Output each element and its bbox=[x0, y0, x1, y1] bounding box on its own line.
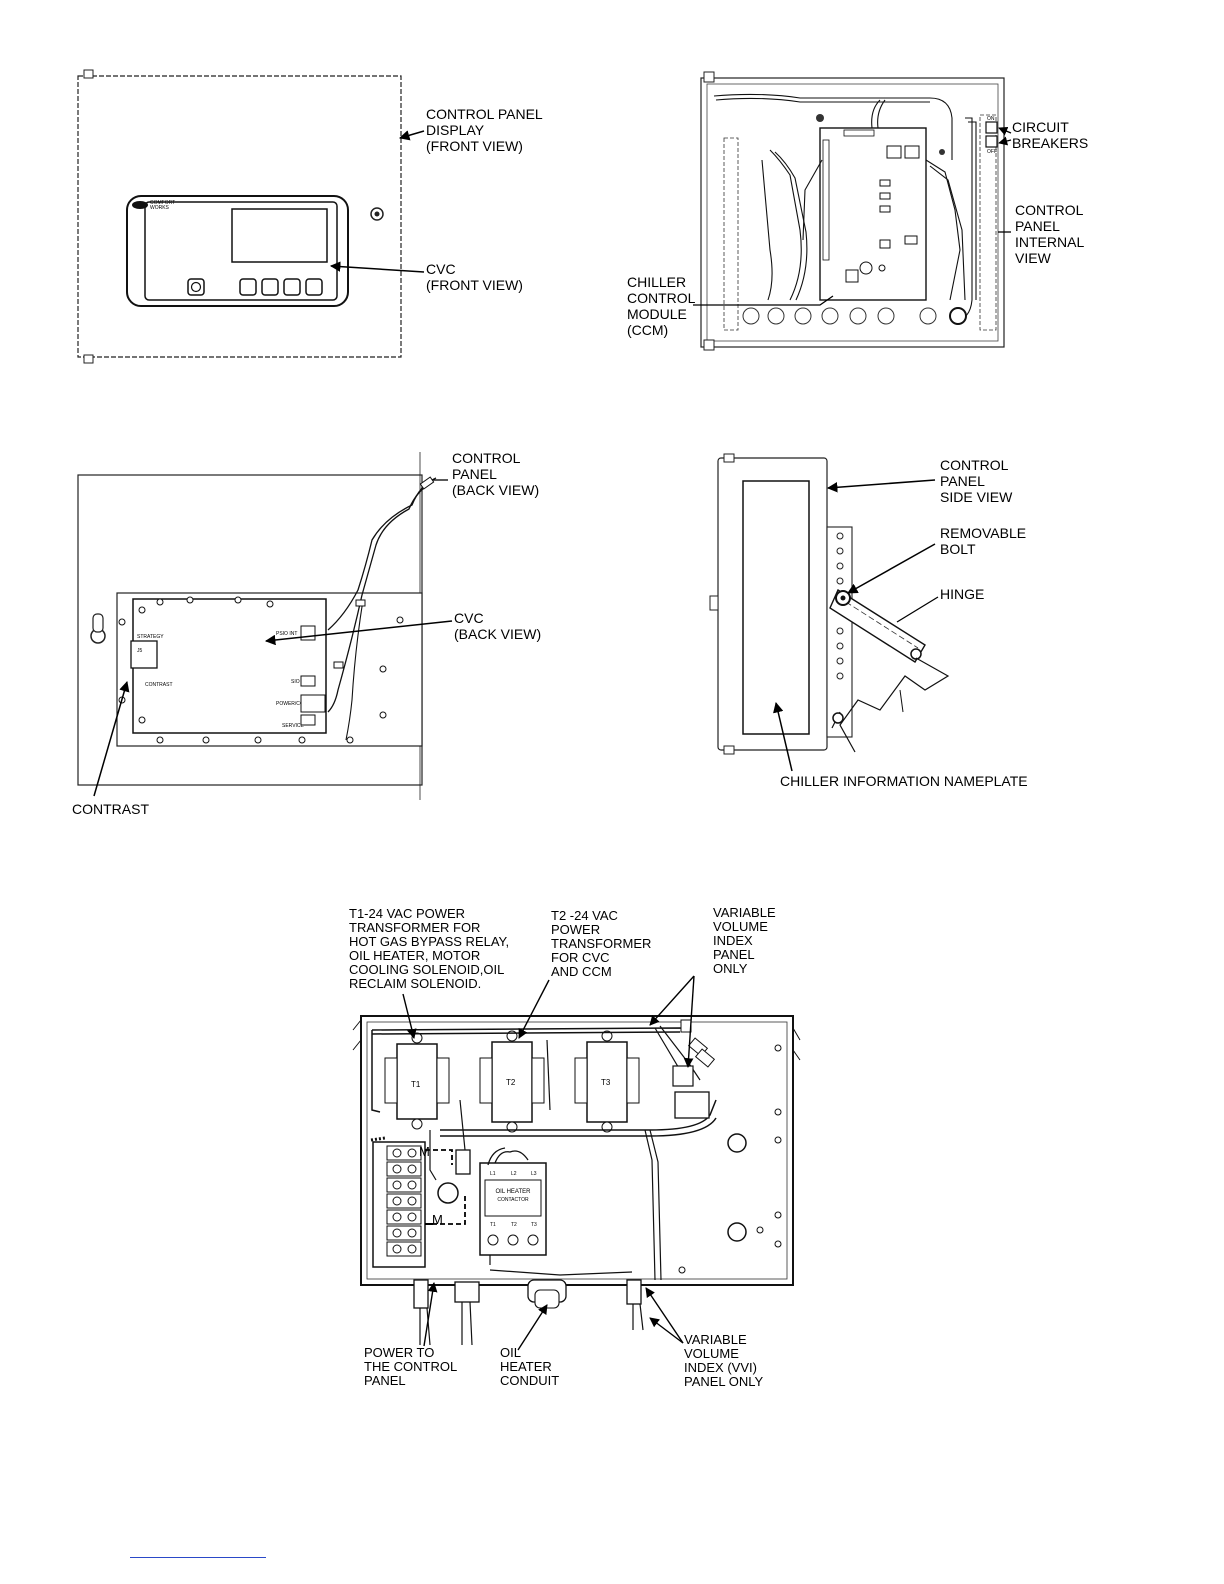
leader-hinge bbox=[896, 596, 939, 623]
label-control-panel-side-view: CONTROL PANEL SIDE VIEW bbox=[940, 457, 1013, 505]
din-rail-left bbox=[723, 137, 739, 331]
label-chiller-control-module: CHILLER CONTROL MODULE (CCM) bbox=[627, 274, 696, 338]
label-vvi-panel-only-top: VARIABLE VOLUME INDEX PANEL ONLY bbox=[713, 905, 776, 976]
psio-text: PSIO INT bbox=[276, 631, 297, 637]
leader-ccm bbox=[693, 295, 834, 306]
leader-front-panel bbox=[398, 130, 425, 141]
label-chiller-information-nameplate: CHILLER INFORMATION NAMEPLATE bbox=[780, 773, 1028, 789]
m-mark-1: M bbox=[419, 1144, 430, 1159]
front-hinge-bottom bbox=[83, 354, 94, 364]
power-panel-figure: T1 T2 T3 bbox=[352, 975, 801, 1351]
cvc-softkey-1 bbox=[239, 278, 257, 296]
leader-t2 bbox=[518, 979, 550, 1039]
cvc-logo-text-1: COMFORT bbox=[150, 200, 175, 206]
transformer-t3 bbox=[574, 1030, 640, 1133]
power-conduit bbox=[413, 1279, 429, 1309]
label-t1-transformer: T1-24 VAC POWER TRANSFORMER FOR HOT GAS … bbox=[349, 906, 510, 991]
service-text: SERVICE bbox=[282, 723, 305, 729]
hinge-arm bbox=[829, 588, 926, 663]
m-mark-2: M bbox=[432, 1212, 443, 1227]
j5-connector bbox=[130, 640, 158, 669]
transformer-t1 bbox=[384, 1032, 450, 1130]
leader-circuit-breakers bbox=[998, 126, 1012, 136]
footnote-link-underline bbox=[130, 1557, 266, 1558]
contactor-terminal-t1: T1 bbox=[490, 1222, 496, 1228]
side-view-figure bbox=[709, 453, 950, 772]
leader-vvi-top-1 bbox=[649, 975, 695, 1026]
label-control-panel-display: CONTROL PANEL DISPLAY (FRONT VIEW) bbox=[426, 106, 543, 154]
t3-tag: T3 bbox=[601, 1078, 611, 1087]
breaker-label-on: ON bbox=[987, 116, 995, 122]
leader-nameplate bbox=[773, 701, 793, 772]
label-oil-heater-conduit: OIL HEATER CONDUIT bbox=[500, 1345, 560, 1388]
t1-tag: T1 bbox=[411, 1080, 421, 1089]
breaker-label-off: OFF bbox=[987, 149, 997, 155]
leader-removable-bolt bbox=[847, 543, 936, 594]
leader-power bbox=[423, 1282, 438, 1347]
label-power-to-control-panel: POWER TO THE CONTROL PANEL bbox=[364, 1345, 458, 1388]
circuit-breaker-1 bbox=[985, 121, 998, 134]
cvc-logo-text-2: WORKS bbox=[150, 205, 170, 211]
label-t2-transformer: T2 -24 VAC POWER TRANSFORMER FOR CVC AND… bbox=[551, 908, 652, 979]
leader-cvc-front bbox=[329, 261, 425, 273]
leader-cvc-back bbox=[264, 620, 453, 646]
circuit-breaker-2 bbox=[985, 135, 998, 148]
j5-header-text: STRATEGY bbox=[137, 634, 164, 640]
internal-view-figure: ON OFF bbox=[693, 71, 1012, 351]
contactor-text-2: CONTACTOR bbox=[497, 1197, 529, 1203]
label-cvc-back-view: CVC (BACK VIEW) bbox=[454, 610, 542, 642]
label-circuit-breakers: CIRCUIT BREAKERS bbox=[1012, 119, 1089, 151]
label-vvi-panel-only-bottom: VARIABLE VOLUME INDEX (VVI) PANEL ONLY bbox=[684, 1332, 764, 1389]
label-contrast: CONTRAST bbox=[72, 801, 149, 817]
nameplate bbox=[742, 480, 810, 735]
contactor-terminal-t3: T3 bbox=[531, 1222, 537, 1228]
cvc-back-board bbox=[132, 598, 327, 734]
transformer-t2 bbox=[479, 1030, 545, 1133]
label-hinge: HINGE bbox=[940, 586, 985, 602]
cvc-softkey-2 bbox=[261, 278, 279, 296]
cvc-softkey-4 bbox=[305, 278, 323, 296]
leader-vvi-top-2 bbox=[683, 975, 695, 1068]
vvi-relay bbox=[674, 1091, 710, 1119]
oil-heater-conduit bbox=[454, 1281, 480, 1303]
cvc-softkey-3 bbox=[283, 278, 301, 296]
label-control-panel-internal-view: CONTROL PANEL INTERNAL VIEW bbox=[1015, 202, 1085, 266]
leader-vvi-bottom-1 bbox=[645, 1287, 684, 1344]
leader-side-view bbox=[826, 479, 936, 493]
contactor-text-1: OIL HEATER bbox=[495, 1189, 531, 1195]
t2-tag: T2 bbox=[506, 1078, 516, 1087]
leader-t1 bbox=[402, 993, 417, 1039]
contactor-terminal-l3: L3 bbox=[531, 1171, 537, 1177]
cvc-front-screen bbox=[231, 208, 328, 263]
power-ccn-text: POWER/CCN bbox=[276, 701, 308, 707]
cvc-logo-icon bbox=[132, 201, 148, 209]
front-view-figure: COMFORT WORKS bbox=[77, 69, 425, 364]
contactor-terminal-t2: T2 bbox=[511, 1222, 517, 1228]
contactor-terminal-l1: L1 bbox=[490, 1171, 496, 1177]
contrast-board-text: CONTRAST bbox=[145, 682, 173, 688]
din-rail-right bbox=[979, 114, 997, 331]
back-view-figure: STRATEGY J5 PSIO INT J6 SIO J7 POWER/CCN… bbox=[77, 452, 453, 800]
j5-text: J5 bbox=[137, 648, 143, 654]
leader-contrast bbox=[93, 680, 130, 797]
front-hinge-top bbox=[83, 69, 94, 79]
leader-oil-conduit bbox=[517, 1304, 548, 1351]
sio-text: SIO bbox=[291, 679, 300, 685]
vvi-conduit bbox=[626, 1279, 642, 1305]
label-removable-bolt: REMOVABLE BOLT bbox=[940, 525, 1027, 557]
contactor-terminal-l2: L2 bbox=[511, 1171, 517, 1177]
label-cvc-front-view: CVC (FRONT VIEW) bbox=[426, 261, 523, 293]
label-control-panel-back-view: CONTROL PANEL (BACK VIEW) bbox=[452, 450, 540, 498]
leader-vvi-bottom-2 bbox=[649, 1317, 684, 1344]
